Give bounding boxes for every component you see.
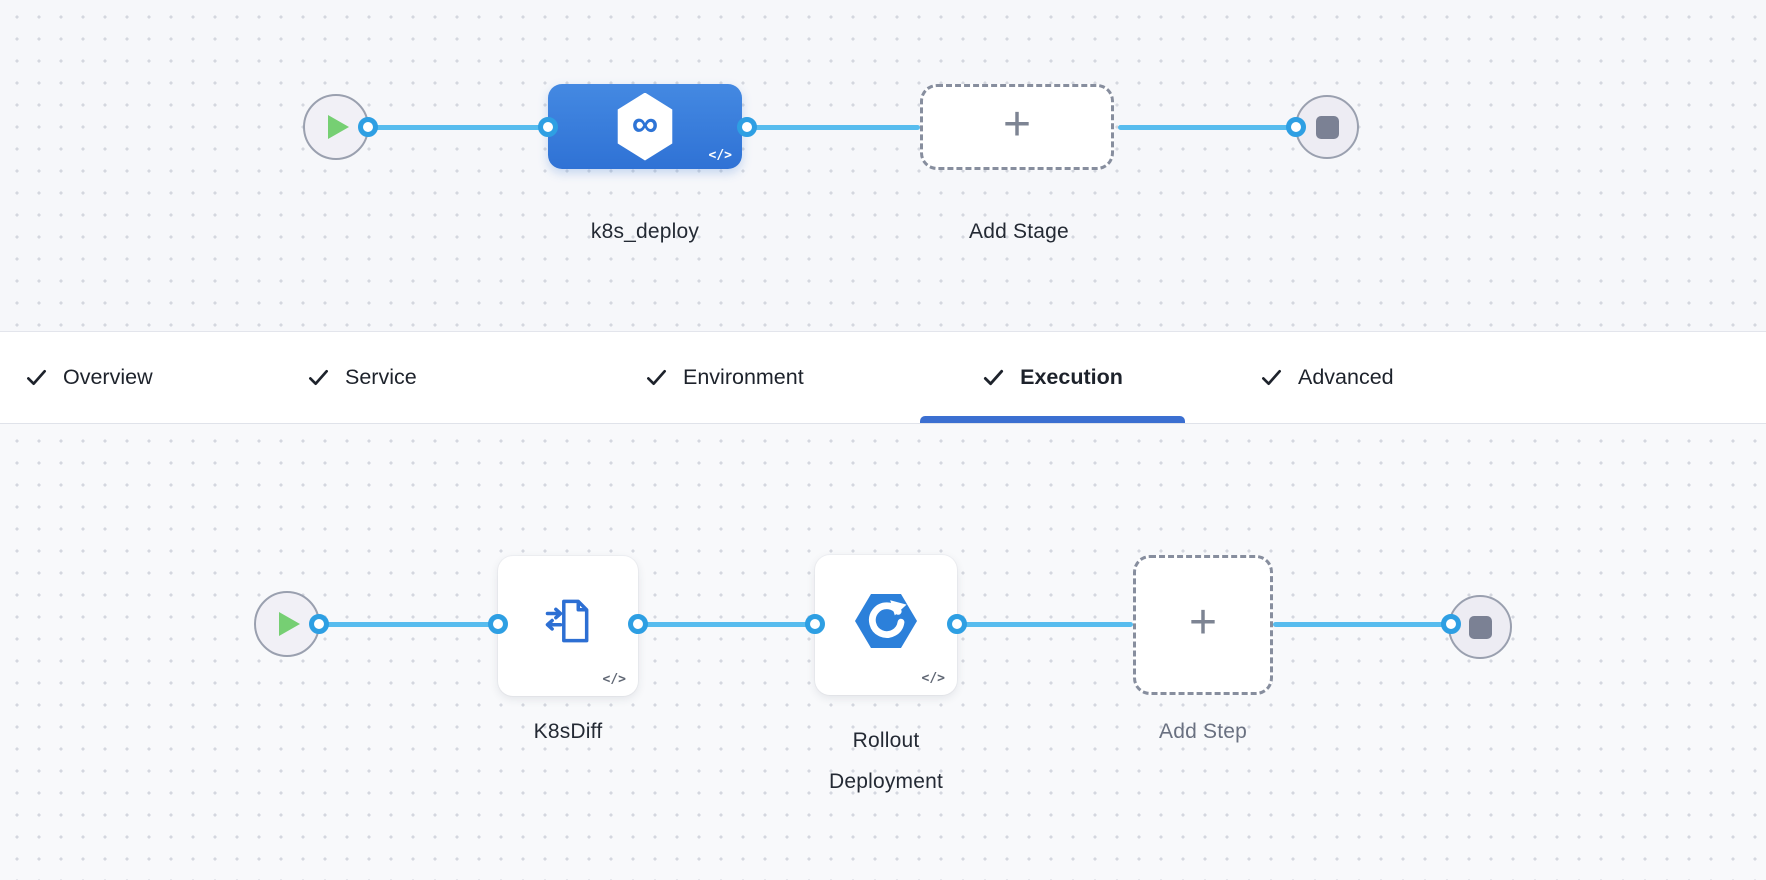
step-label: Rollout Deployment	[828, 729, 944, 793]
tab-environment[interactable]: Environment	[645, 332, 804, 423]
connector-port[interactable]	[1441, 614, 1461, 634]
tab-label: Advanced	[1298, 365, 1394, 389]
rollout-deployment-icon	[855, 594, 917, 648]
execution-graph-canvas[interactable]: </> K8sDiff </> Rollout Deployment + Add…	[0, 424, 1766, 880]
connector-port[interactable]	[628, 614, 648, 634]
edge-line	[319, 622, 498, 627]
stop-icon	[1315, 115, 1339, 139]
tab-execution[interactable]: Execution	[920, 332, 1185, 423]
tab-advanced[interactable]: Advanced	[1260, 332, 1394, 423]
step-node-k8sdiff[interactable]: </>	[498, 556, 638, 696]
stage-graph-canvas[interactable]: ∞ </> k8s_deploy + Add Stage	[0, 0, 1766, 332]
plus-icon: +	[1188, 596, 1218, 649]
code-icon: </>	[708, 148, 732, 163]
check-icon	[647, 369, 666, 386]
add-step-label: Add Step	[1159, 720, 1247, 743]
play-icon	[279, 612, 300, 636]
edge-line	[1118, 125, 1296, 130]
tab-label: Environment	[683, 365, 804, 389]
connector-port[interactable]	[947, 614, 967, 634]
active-tab-underline	[920, 416, 1185, 423]
check-icon	[27, 369, 46, 386]
k8s-diff-icon	[545, 599, 589, 643]
connector-port[interactable]	[358, 117, 378, 137]
stop-icon	[1468, 615, 1492, 639]
tab-label: Service	[345, 365, 417, 389]
plus-icon: +	[1002, 98, 1032, 151]
code-icon: </>	[921, 671, 945, 686]
connector-port[interactable]	[488, 614, 508, 634]
add-step-button[interactable]: +	[1133, 555, 1273, 695]
infinity-icon: ∞	[631, 103, 659, 144]
check-icon	[1262, 369, 1281, 386]
deploy-stage-hexagon-icon: ∞	[617, 92, 673, 161]
connector-port[interactable]	[1286, 117, 1306, 137]
stage-label: k8s_deploy	[590, 220, 700, 243]
tab-label: Execution	[1020, 365, 1123, 389]
add-stage-button[interactable]: +	[920, 84, 1114, 170]
add-stage-label: Add Stage	[969, 220, 1069, 243]
edge-line	[1273, 622, 1451, 627]
stage-node-k8s-deploy[interactable]: ∞ </>	[548, 84, 742, 169]
stage-config-tabbar: Overview Service Environment Execution	[0, 332, 1766, 424]
edge-line	[638, 622, 815, 627]
tab-overview[interactable]: Overview	[25, 332, 153, 423]
connector-port[interactable]	[805, 614, 825, 634]
tab-service[interactable]: Service	[307, 332, 417, 423]
play-icon	[328, 115, 349, 139]
edge-line	[957, 622, 1133, 627]
code-icon: </>	[602, 672, 626, 687]
step-node-rollout-deployment[interactable]: </>	[815, 555, 957, 695]
edge-line	[368, 125, 548, 130]
edge-line	[747, 125, 920, 130]
check-icon	[309, 369, 328, 386]
execution-start-node[interactable]	[254, 591, 320, 657]
connector-port[interactable]	[737, 117, 757, 137]
execution-end-node[interactable]	[1448, 595, 1512, 659]
connector-port[interactable]	[538, 117, 558, 137]
tab-label: Overview	[63, 365, 153, 389]
connector-port[interactable]	[309, 614, 329, 634]
check-icon	[984, 369, 1004, 386]
step-label: K8sDiff	[533, 720, 603, 743]
